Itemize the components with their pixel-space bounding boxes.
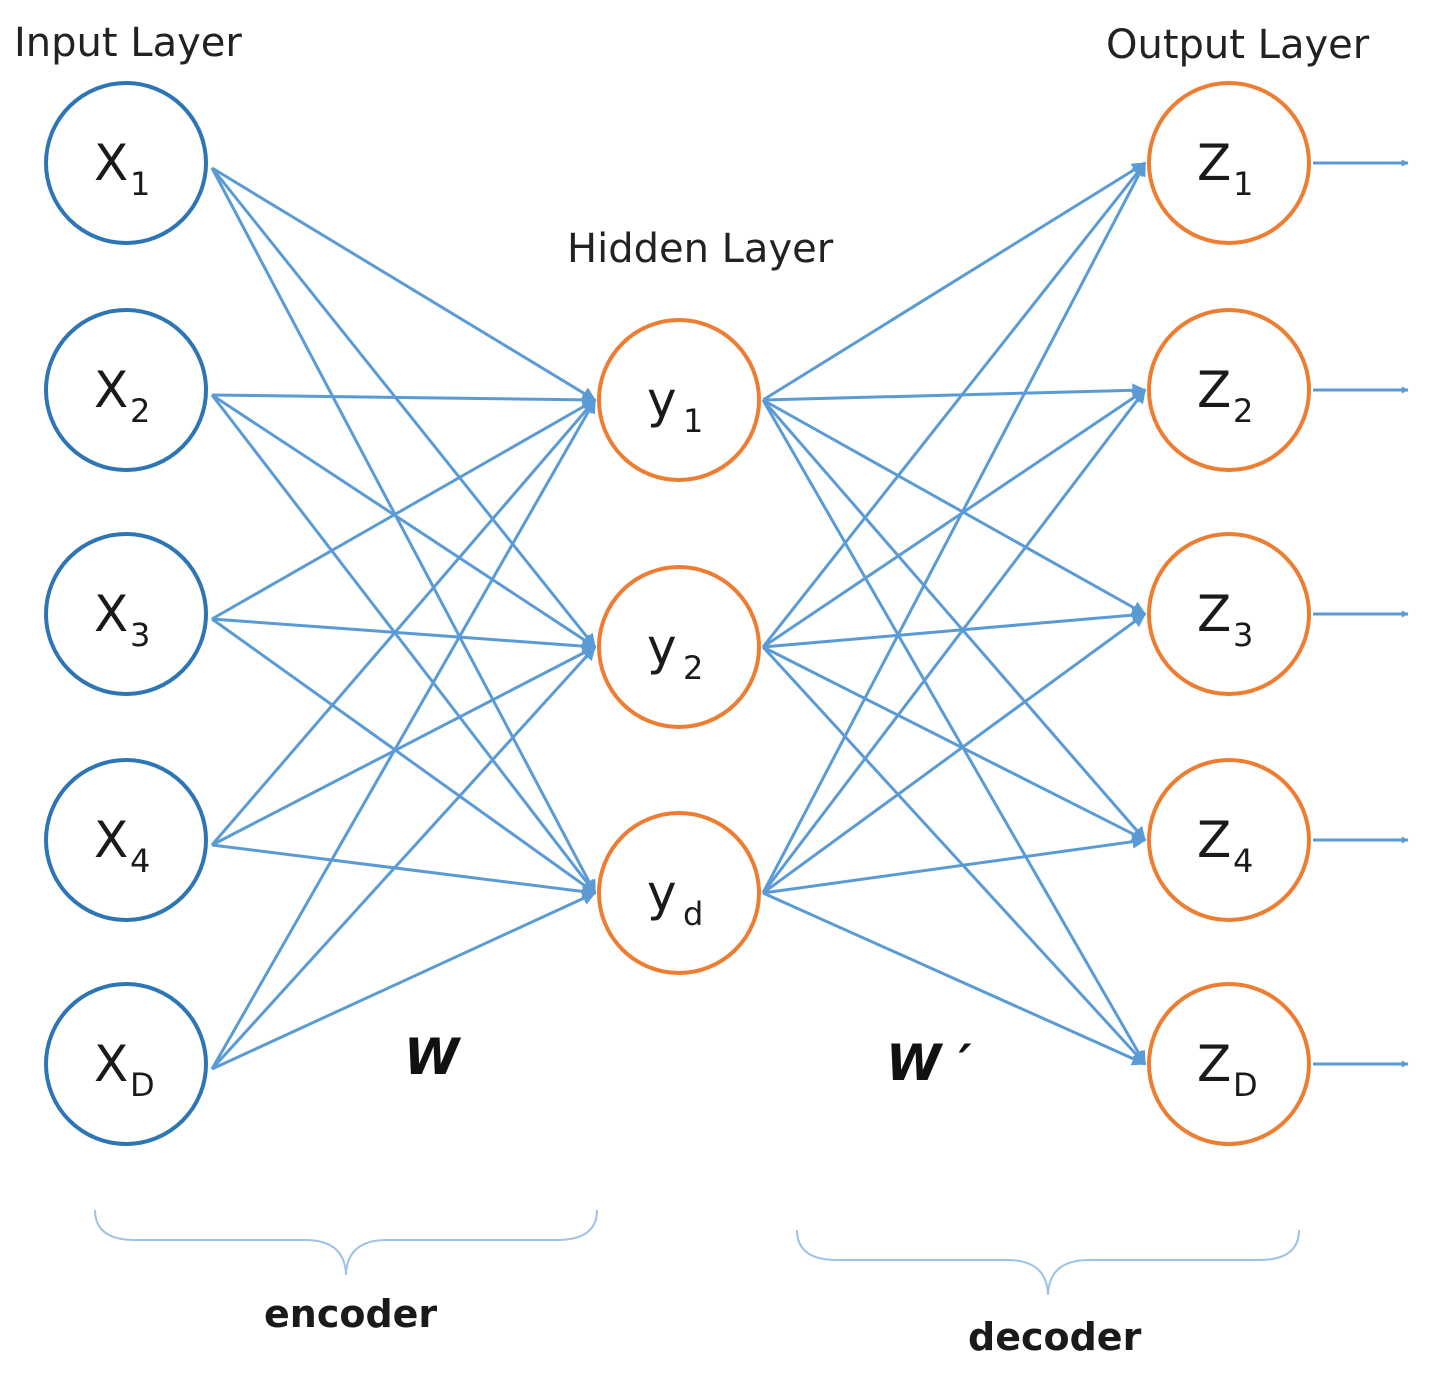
decoder-edge (761, 645, 1147, 1066)
node-subscript: 3 (130, 616, 150, 654)
decoder-edge (762, 608, 1147, 649)
encoder-edge (210, 394, 597, 895)
encoder-edge (210, 645, 597, 1071)
decoder-edge (761, 388, 1147, 894)
node-subscript: 4 (1233, 842, 1253, 880)
decoder-weight-label: W ′ (886, 1034, 972, 1092)
node-label: y (647, 371, 677, 429)
encoder-edge (211, 617, 597, 654)
encoder-label: encoder (264, 1292, 437, 1336)
node-circle (597, 811, 761, 975)
decoder-edge (761, 399, 1147, 1066)
decoder-edge (761, 399, 1147, 842)
decoder-edge (761, 161, 1147, 894)
node-circle (597, 565, 761, 729)
decoder-edge (762, 612, 1147, 895)
encoder-edge (211, 392, 597, 407)
encoder-edge (211, 843, 597, 899)
encoder-edge (211, 398, 597, 621)
encoder-edge (210, 398, 597, 846)
node-label: X (94, 585, 128, 643)
node-circle (1147, 308, 1311, 472)
encoder-edge (211, 617, 597, 895)
node-subscript: 2 (1233, 392, 1253, 430)
encoder-weight-label: W (404, 1028, 462, 1086)
decoder-edge (762, 398, 1147, 616)
node-circle (44, 532, 208, 696)
encoder-edge (211, 645, 597, 847)
node-subscript: D (130, 1066, 155, 1104)
decoder-edge (762, 891, 1147, 1066)
node-label: Z (1197, 1035, 1231, 1093)
decoder-edge (762, 383, 1147, 402)
node-subscript: D (1233, 1066, 1258, 1104)
node-label: X (94, 811, 128, 869)
encoder-edge (211, 166, 597, 402)
node-circle (44, 308, 208, 472)
decoder-edge (761, 161, 1147, 648)
encoder-edge (211, 891, 597, 1071)
encoder-edge (210, 167, 597, 895)
node-circle (1147, 532, 1311, 696)
node-subscript: 1 (683, 402, 703, 440)
node-subscript: 1 (1233, 165, 1253, 203)
node-subscript: 1 (130, 165, 150, 203)
node-label: Z (1197, 585, 1231, 643)
node-circle (1147, 758, 1311, 922)
input-layer-title: Input Layer (14, 20, 242, 66)
node-label: Z (1197, 811, 1231, 869)
node-circle (44, 982, 208, 1146)
node-subscript: d (683, 895, 703, 933)
node-circle (44, 758, 208, 922)
node-subscript: 4 (130, 842, 150, 880)
node-label: X (94, 361, 128, 419)
encoder-edge (211, 393, 597, 649)
node-label: X (94, 1035, 128, 1093)
hidden-layer-title: Hidden Layer (567, 226, 834, 272)
node-circle (44, 81, 208, 245)
node-label: Z (1197, 361, 1231, 419)
decoder-brace (796, 1229, 1300, 1296)
encoder-brace (94, 1209, 598, 1276)
node-label: Z (1197, 134, 1231, 192)
node-circle (597, 318, 761, 482)
node-label: y (647, 864, 677, 922)
node-subscript: 2 (130, 392, 150, 430)
decoder-edge (762, 161, 1147, 402)
connection-edges (210, 161, 1147, 1071)
node-label: X (94, 134, 128, 192)
encoder-edge (210, 398, 597, 1070)
node-circle (1147, 982, 1311, 1146)
node-label: y (647, 618, 677, 676)
output-arrows (1313, 159, 1409, 1068)
encoder-edge (210, 167, 597, 649)
decoder-edge (762, 645, 1147, 842)
output-layer-title: Output Layer (1106, 22, 1370, 68)
node-subscript: 2 (683, 649, 703, 687)
node-circle (1147, 81, 1311, 245)
decoder-edge (762, 834, 1147, 895)
node-subscript: 3 (1233, 616, 1253, 654)
decoder-label: decoder (968, 1315, 1142, 1359)
decoder-edge (762, 388, 1147, 649)
